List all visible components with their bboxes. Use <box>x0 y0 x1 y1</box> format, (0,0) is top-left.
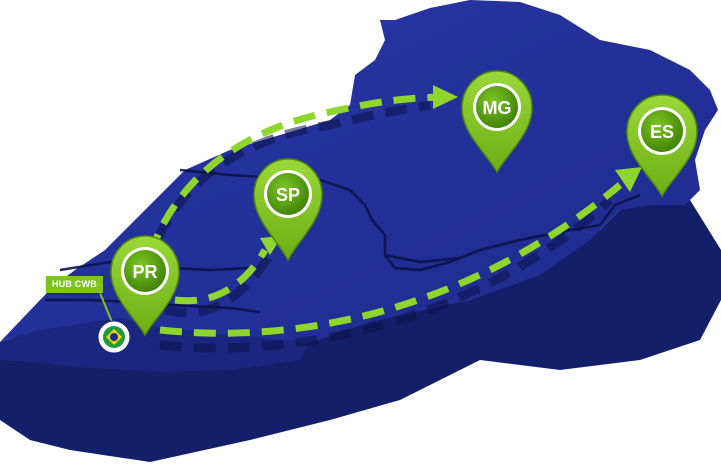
pin-pr[interactable]: PR <box>110 235 180 337</box>
route-pr-es <box>159 182 623 337</box>
hub-connector <box>99 292 113 323</box>
pin-sp[interactable]: SP <box>253 158 323 262</box>
flag-globe <box>110 333 118 341</box>
routes <box>146 93 623 337</box>
hub-marker[interactable] <box>97 320 131 354</box>
pin-mg-label: MG <box>483 98 512 118</box>
route-pr-mg <box>146 93 441 257</box>
pin-mg[interactable]: MG <box>461 70 533 174</box>
border-sp-rj <box>384 253 461 264</box>
pin-mg-core <box>476 86 518 128</box>
pin-pr-label: PR <box>132 262 157 282</box>
pin-sp-label: SP <box>276 185 300 205</box>
pin-sp-core <box>267 173 309 215</box>
routes-shadow <box>140 100 614 353</box>
route-pr-sp <box>174 248 269 305</box>
map-front-face <box>0 318 310 372</box>
hub-label: HUB CWB <box>46 276 103 293</box>
map-side-wall <box>0 200 721 462</box>
arrow-to-mg <box>433 85 458 109</box>
pin-pr-core <box>124 250 166 292</box>
pin-es-label: ES <box>650 122 674 142</box>
pin-es[interactable]: ES <box>626 94 698 198</box>
arrow-to-es <box>615 167 642 192</box>
border-mg-es <box>599 193 641 226</box>
pin-es-core <box>641 110 683 152</box>
